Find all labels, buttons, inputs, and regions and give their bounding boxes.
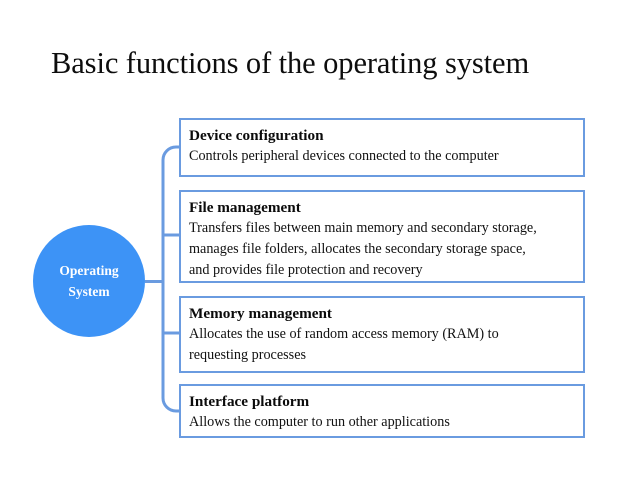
branch-body: Allocates the use of random access memor… (189, 324, 575, 366)
branch-title: Memory management (189, 305, 332, 322)
branch-body: Controls peripheral devices connected to… (189, 146, 575, 167)
branch-title: Interface platform (189, 393, 310, 410)
branch-body-line: manages file folders, allocates the seco… (189, 241, 526, 257)
branch-body: Transfers files between main memory and … (189, 218, 575, 281)
branch-box-file-management[interactable]: File management Transfers files between … (179, 190, 585, 283)
branch-box-interface-platform[interactable]: Interface platform Allows the computer t… (179, 384, 585, 438)
hub-node-operating-system[interactable]: Operating System (33, 225, 145, 337)
hub-label-line-2: System (68, 284, 110, 299)
branch-title: Device configuration (189, 127, 324, 144)
branch-body-line: and provides file protection and recover… (189, 262, 423, 278)
branch-title: File management (189, 199, 301, 216)
branch-body: Allows the computer to run other applica… (189, 412, 575, 433)
branch-body-line: Allows the computer to run other applica… (189, 414, 450, 430)
branch-box-device-configuration[interactable]: Device configuration Controls peripheral… (179, 118, 585, 177)
connector-elbow-bottom (161, 397, 177, 413)
branch-body-line: Allocates the use of random access memor… (189, 326, 499, 342)
branch-body-line: Transfers files between main memory and … (189, 220, 537, 236)
branch-box-memory-management[interactable]: Memory management Allocates the use of r… (179, 296, 585, 373)
page-title: Basic functions of the operating system (51, 46, 530, 80)
branch-body-line: Controls peripheral devices connected to… (189, 148, 499, 164)
branch-body-line: requesting processes (189, 347, 307, 363)
connector-elbow-top (161, 145, 177, 161)
hub-label-line-1: Operating (59, 263, 119, 278)
